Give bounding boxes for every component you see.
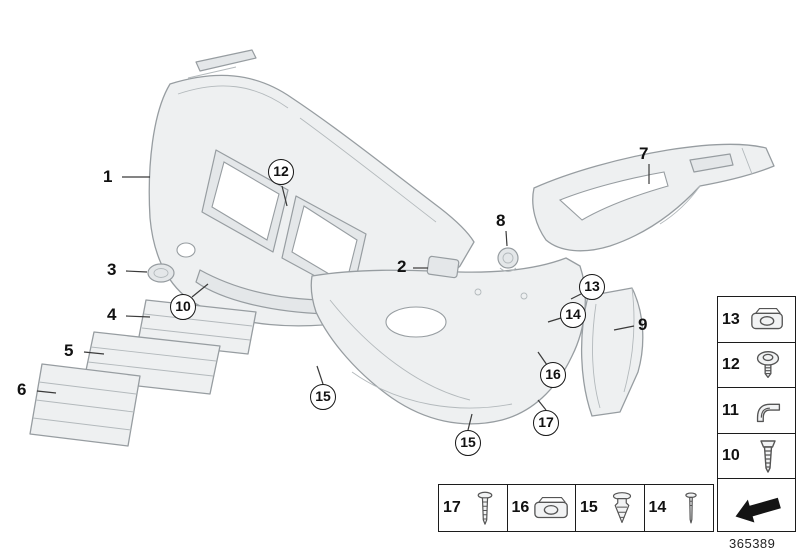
drawing-number: 365389 xyxy=(729,536,776,551)
cage-clip-icon xyxy=(756,403,781,422)
callout-10[interactable]: 10 xyxy=(170,294,196,320)
legend-item-17[interactable]: 17 xyxy=(438,484,508,532)
legend-number: 12 xyxy=(722,356,740,373)
callout-2[interactable]: 2 xyxy=(397,257,407,276)
long-screw-icon xyxy=(477,491,493,525)
callout-7[interactable]: 7 xyxy=(639,144,649,163)
view-direction-cell xyxy=(717,478,796,532)
legend-item-10[interactable]: 10 xyxy=(717,432,796,480)
speed-clip-icon xyxy=(534,496,569,519)
callout-3[interactable]: 3 xyxy=(107,260,117,279)
callout-14[interactable]: 14 xyxy=(560,302,586,328)
legend-bottom: 17 16 15 14 xyxy=(438,484,714,532)
legend-item-13[interactable]: 13 xyxy=(717,296,796,343)
leader-lines xyxy=(36,164,650,431)
legend-item-14[interactable]: 14 xyxy=(643,484,714,532)
legend-number: 16 xyxy=(511,499,530,516)
legend-number: 17 xyxy=(443,499,461,516)
callout-15b[interactable]: 15 xyxy=(455,430,481,456)
callout-13[interactable]: 13 xyxy=(579,274,605,300)
callout-6[interactable]: 6 xyxy=(17,380,27,399)
push-pin-icon xyxy=(684,492,697,524)
tapping-screw-icon xyxy=(760,440,776,473)
callout-17[interactable]: 17 xyxy=(533,410,559,436)
bolt-washer-icon xyxy=(756,351,780,379)
speed-clip-icon xyxy=(751,307,783,329)
legend-item-12[interactable]: 12 xyxy=(717,341,796,389)
legend-number: 13 xyxy=(722,310,740,328)
legend-item-15[interactable]: 15 xyxy=(575,484,645,532)
view-direction-icon xyxy=(735,497,781,523)
legend-number: 15 xyxy=(580,499,598,516)
legend-right: 13 12 11 10 xyxy=(717,296,796,532)
legend-item-16[interactable]: 16 xyxy=(506,484,577,532)
legend-number: 11 xyxy=(722,401,739,419)
callout-16[interactable]: 16 xyxy=(540,362,566,388)
callout-12[interactable]: 12 xyxy=(268,159,294,185)
legend-number: 14 xyxy=(648,499,667,516)
legend-item-11[interactable]: 11 xyxy=(717,387,796,434)
callout-9[interactable]: 9 xyxy=(638,315,648,334)
legend-number: 10 xyxy=(722,447,740,464)
callout-1[interactable]: 1 xyxy=(103,167,113,186)
callout-8[interactable]: 8 xyxy=(496,211,506,230)
callout-4[interactable]: 4 xyxy=(107,305,117,324)
expansion-rivet-icon xyxy=(612,492,632,524)
callout-5[interactable]: 5 xyxy=(64,341,74,360)
callout-15a[interactable]: 15 xyxy=(310,384,336,410)
